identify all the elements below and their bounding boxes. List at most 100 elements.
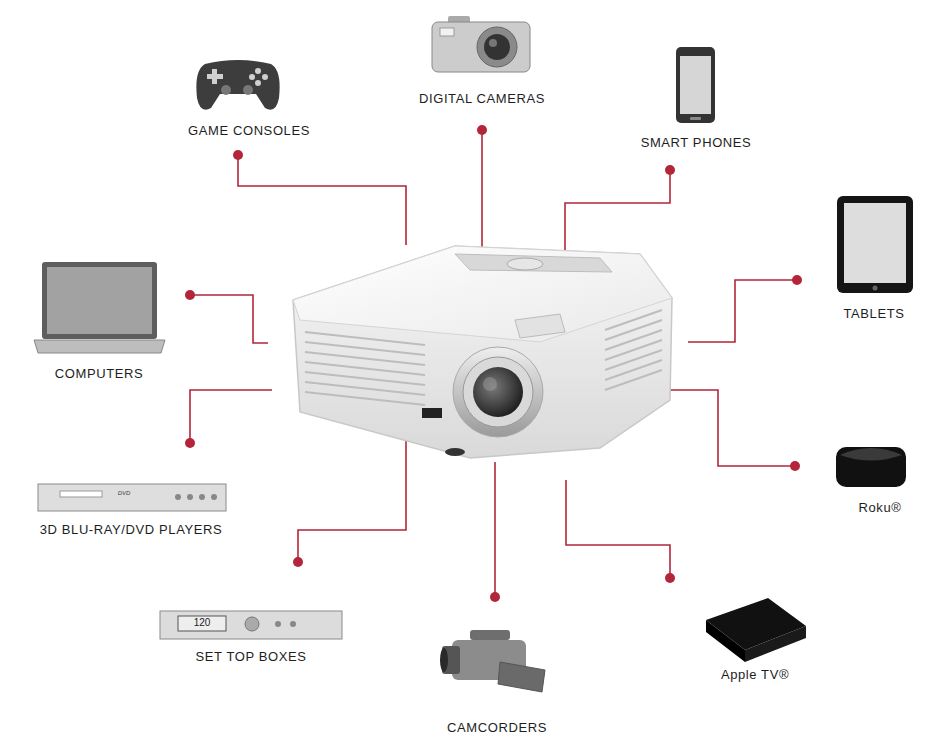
projector-illustration: [605, 370, 662, 390]
leader-dots: [477, 125, 487, 135]
laptop-icon: [42, 262, 157, 339]
dvd-player-icon: [175, 494, 181, 500]
device-label: SET TOP BOXES: [196, 649, 307, 665]
leader-dots: [293, 557, 303, 567]
projector-illustration: [455, 254, 612, 272]
camcorder-icon: [440, 630, 545, 692]
camera-icon: [440, 28, 454, 36]
device-label: CAMCORDERS: [447, 720, 547, 736]
camera-icon: [477, 27, 517, 67]
gamepad-icon: [255, 68, 261, 74]
gamepad-icon: [221, 85, 231, 95]
camera-icon: [484, 34, 510, 60]
leader-lines: [190, 390, 272, 443]
dvd-player-icon: [199, 494, 205, 500]
projector-illustration: [305, 392, 425, 405]
projector-illustration: [445, 448, 465, 456]
leader-dots: [792, 275, 802, 285]
phone-icon: [676, 47, 715, 123]
roku-icon: [840, 448, 902, 461]
apple-tv-icon: [706, 598, 806, 662]
gamepad-icon: [243, 85, 253, 95]
leader-lines: [190, 130, 797, 597]
laptop-icon: [34, 262, 165, 353]
tablet-icon: [844, 203, 906, 283]
display-readout: 120: [194, 617, 211, 629]
projector-illustration: [605, 310, 662, 330]
camcorder-icon: [440, 648, 448, 672]
projector-illustration: [507, 258, 543, 270]
set-top-box-icon: [290, 621, 296, 627]
projector-illustration: [293, 246, 672, 458]
gamepad-icon: [249, 74, 255, 80]
gamepad-icon: [262, 74, 268, 80]
leader-dots: [490, 592, 500, 602]
projector-illustration: [515, 314, 565, 338]
dvd-player-icon: [38, 484, 226, 511]
camera-icon: [432, 22, 530, 72]
player-logo: DVD: [118, 490, 131, 497]
camera-icon: [432, 16, 530, 72]
camcorder-icon: [498, 662, 545, 692]
leader-lines: [565, 170, 670, 262]
leader-lines: [298, 440, 406, 562]
projector-illustration: [605, 330, 662, 350]
leader-lines: [190, 295, 268, 343]
gamepad-icon: [212, 69, 217, 84]
projector-illustration: [605, 340, 662, 360]
gamepad-icon: [255, 80, 261, 86]
dvd-player-icon: [211, 494, 217, 500]
phone-icon: [680, 56, 711, 114]
device-label: TABLETS: [843, 306, 904, 322]
device-label: COMPUTERS: [55, 366, 143, 382]
device-label: SMART PHONES: [641, 135, 752, 151]
set-top-box-icon: [160, 611, 342, 639]
roku-icon: [836, 447, 906, 487]
leader-dots: [185, 290, 195, 300]
leader-lines: [688, 280, 797, 342]
projector-illustration: [605, 360, 662, 380]
dvd-player-icon: [38, 484, 226, 511]
set-top-box-icon: [160, 611, 342, 639]
laptop-icon: [34, 340, 165, 353]
gamepad-icon: [196, 60, 279, 110]
leader-dots: [665, 165, 675, 175]
roku-icon: [836, 447, 906, 487]
leader-lines: [566, 480, 670, 578]
leader-dots: [185, 438, 195, 448]
projector-illustration: [473, 367, 523, 417]
projector-illustration: [293, 246, 672, 342]
camcorder-icon: [470, 630, 510, 640]
device-label: 3D BLU-RAY/DVD PLAYERS: [40, 522, 223, 538]
tablet-icon: [873, 286, 878, 291]
leader-lines: [481, 130, 483, 250]
projector-illustration: [463, 357, 533, 427]
projector-illustration: [605, 350, 662, 370]
projector-illustration: [422, 408, 442, 418]
leader-lines: [668, 390, 795, 466]
tablet-icon: [837, 196, 913, 293]
dvd-player-icon: [187, 494, 193, 500]
projector-illustration: [453, 347, 543, 437]
phone-icon: [676, 47, 715, 123]
device-label: GAME CONSOLES: [188, 123, 310, 139]
projector-illustration: [605, 320, 662, 340]
set-top-box-icon: [178, 616, 226, 631]
device-label: Roku®: [859, 500, 902, 516]
leader-lines: [494, 462, 496, 597]
set-top-box-icon: [245, 617, 259, 631]
leader-lines: [238, 155, 406, 245]
set-top-box-icon: [275, 621, 281, 627]
leader-dots: [790, 461, 800, 471]
projector-illustration: [293, 246, 672, 458]
leader-dots: [185, 125, 802, 602]
laptop-icon: [47, 267, 152, 334]
gamepad-icon: [196, 60, 279, 110]
leader-dots: [233, 150, 243, 160]
projector-illustration: [483, 377, 497, 391]
leader-dots: [665, 573, 675, 583]
camera-icon: [489, 39, 497, 47]
dvd-player-icon: [60, 491, 102, 497]
